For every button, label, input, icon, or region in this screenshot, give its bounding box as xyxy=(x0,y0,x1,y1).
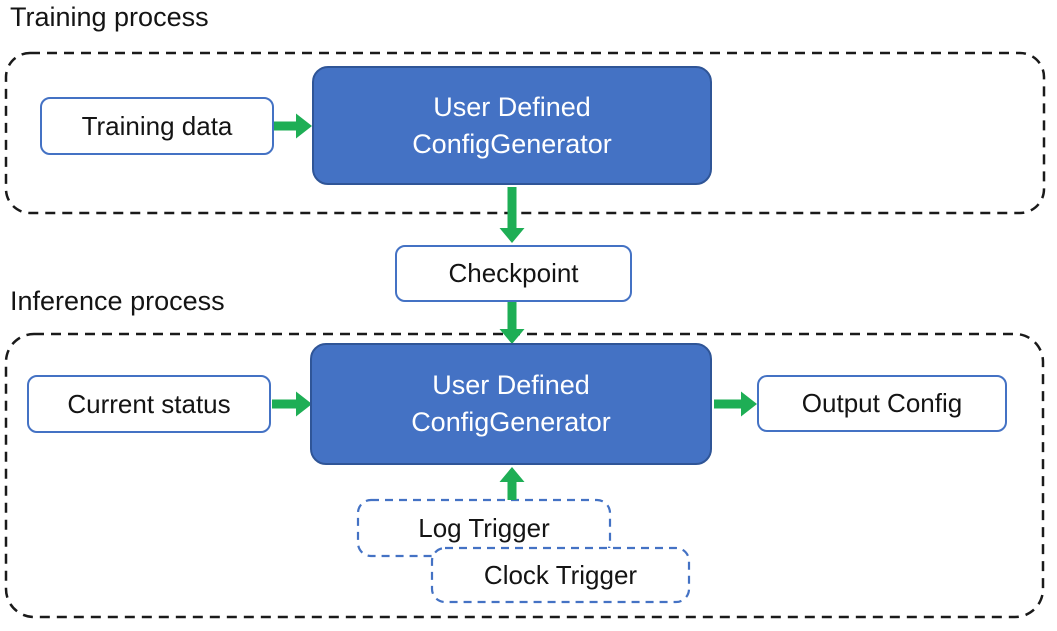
inference-config-generator-line1: User Defined xyxy=(432,370,590,400)
training-process-title: Training process xyxy=(10,2,209,32)
inference-config-generator-box: User Defined ConfigGenerator xyxy=(310,343,712,465)
arrow-training-data-to-generator-icon xyxy=(274,113,312,139)
checkpoint-box: Checkpoint xyxy=(395,245,632,302)
arrow-generator-to-output-config-icon xyxy=(714,391,757,417)
training-config-generator-box: User Defined ConfigGenerator xyxy=(312,66,712,185)
arrow-triggers-to-generator-icon xyxy=(499,467,525,500)
inference-process-container xyxy=(4,332,1045,619)
output-config-box: Output Config xyxy=(757,375,1007,432)
inference-process-title: Inference process xyxy=(10,286,225,316)
current-status-box: Current status xyxy=(27,375,271,433)
arrow-current-status-to-generator-icon xyxy=(272,391,312,417)
training-config-generator-line1: User Defined xyxy=(433,91,591,122)
inference-config-generator-line2: ConfigGenerator xyxy=(411,407,611,437)
clock-trigger-box xyxy=(430,546,691,604)
arrow-group xyxy=(272,113,757,500)
training-data-box: Training data xyxy=(40,97,274,155)
clock-trigger-label: Clock Trigger xyxy=(483,559,638,590)
log-trigger-label: Log Trigger xyxy=(418,512,550,543)
arrow-generator-to-checkpoint-icon xyxy=(499,187,525,243)
training-process-container xyxy=(4,51,1046,215)
arrow-checkpoint-to-inference-generator-icon xyxy=(499,302,525,344)
training-config-generator-line2: ConfigGenerator xyxy=(412,128,612,159)
